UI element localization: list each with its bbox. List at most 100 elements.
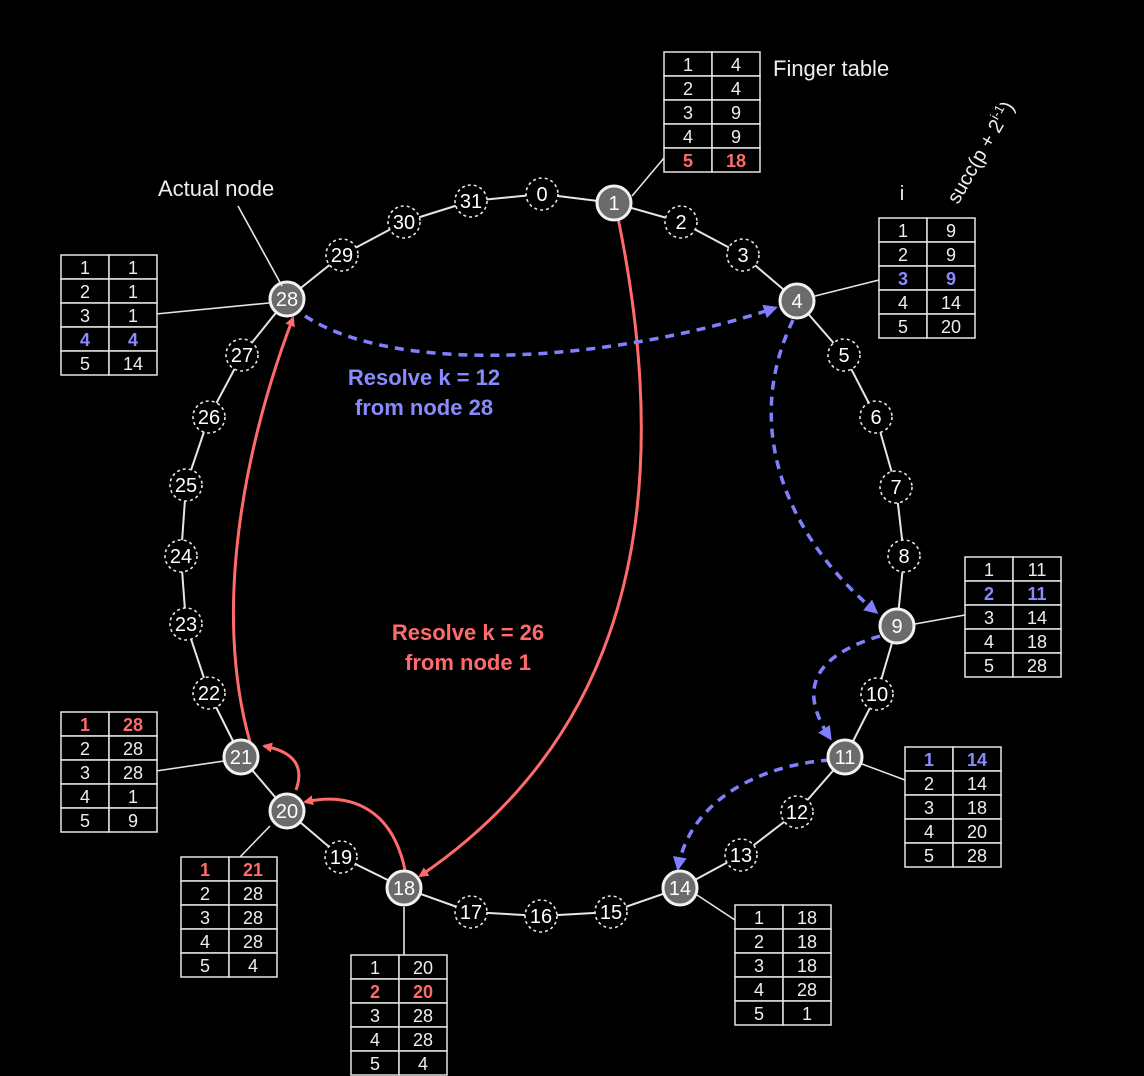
red-annotation-line2: from node 1 [405,650,531,675]
virtual-node-10: 10 [860,677,894,711]
table-cell [952,794,1002,820]
node-label: 1 [608,193,619,215]
virtual-node-31: 31 [454,184,488,218]
actual-node-label: Actual node [158,176,274,201]
table-cell [663,99,713,125]
virtual-node-0: 0 [525,177,559,211]
finger-successor: 28 [123,763,143,783]
finger-successor: 18 [797,956,817,976]
actual-node-20: 20 [268,792,306,830]
table-cell [350,1002,400,1028]
finger-index: 3 [80,763,90,783]
table-cell [228,952,278,978]
node-circle [661,869,699,907]
virtual-node-25: 25 [169,468,203,502]
node-label: 30 [393,212,415,234]
table-cell [1012,604,1062,630]
finger-index: 1 [200,860,210,880]
finger-successor: 9 [128,811,138,831]
node-circle [724,838,758,872]
finger-successor: 14 [967,750,987,770]
finger-successor: 28 [123,715,143,735]
virtual-node-24: 24 [164,539,198,573]
node-label: 26 [198,407,220,429]
table-cell [734,928,784,954]
finger-successor: 28 [243,932,263,952]
finger-index: 3 [898,269,908,289]
finger-successor: 20 [941,317,961,337]
table-cell [878,241,928,267]
finger-index: 5 [924,846,934,866]
table-cell [108,302,158,328]
virtual-node-30: 30 [387,205,421,239]
finger-index: 3 [924,798,934,818]
finger-successor: 18 [1027,632,1047,652]
finger-index: 4 [370,1030,380,1050]
table-cell [711,147,761,173]
node-label: 21 [230,747,252,769]
leader-line-node-9 [914,614,966,625]
finger-index: 3 [200,908,210,928]
finger-index: 3 [683,103,693,123]
table-cell [60,759,110,785]
node-circle [324,840,358,874]
node-label: 0 [536,184,547,206]
node-circle [454,895,488,929]
node-label: 11 [835,747,856,769]
node-label: 22 [198,683,220,705]
column-succ-exponent: i-1 [987,102,1007,122]
node-circle [454,184,488,218]
column-succ-base: succ(p + 2 [943,116,1008,207]
table-cell [108,807,158,833]
table-cell [663,123,713,149]
leader-line-node-28 [155,302,270,315]
leader-line-node-21 [155,760,225,772]
blue-annotation-line1: Resolve k = 12 [348,365,500,390]
node-label: 24 [170,546,192,568]
table-cell [782,904,832,930]
finger-successor: 11 [1028,560,1047,580]
node-circle [385,869,423,907]
table-cell [964,604,1014,630]
node-label: 16 [530,906,552,928]
table-cell [60,302,110,328]
virtual-node-15: 15 [594,895,628,929]
finger-successor: 14 [967,774,987,794]
red-path-21-to-28 [232,316,295,743]
table-cell [904,794,954,820]
node-circle [826,738,864,776]
node-label: 20 [276,801,298,823]
virtual-node-27: 27 [225,338,259,372]
node-circle [192,400,226,434]
node-label: 23 [175,614,197,636]
finger-index: 3 [984,608,994,628]
finger-successor: 28 [413,1006,433,1026]
finger-index: 5 [898,317,908,337]
lookup-paths [232,217,881,878]
finger-successor: 20 [413,982,433,1002]
virtual-node-17: 17 [454,895,488,929]
finger-index: 2 [898,245,908,265]
finger-index: 3 [80,306,90,326]
node-label: 7 [890,477,901,499]
table-cell [180,856,230,882]
finger-successor: 14 [941,293,961,313]
table-cell [878,289,928,315]
node-circle [169,468,203,502]
finger-index: 1 [683,55,693,75]
finger-index: 3 [754,956,764,976]
finger-successor: 1 [128,258,138,278]
virtual-node-13: 13 [724,838,758,872]
finger-successor: 9 [946,269,956,289]
finger-successor: 18 [726,151,746,171]
node-circle [222,738,260,776]
virtual-node-23: 23 [169,607,203,641]
finger-successor: 14 [1027,608,1047,628]
virtual-node-26: 26 [192,400,226,434]
finger-index: 4 [683,127,693,147]
virtual-node-5: 5 [827,338,861,372]
